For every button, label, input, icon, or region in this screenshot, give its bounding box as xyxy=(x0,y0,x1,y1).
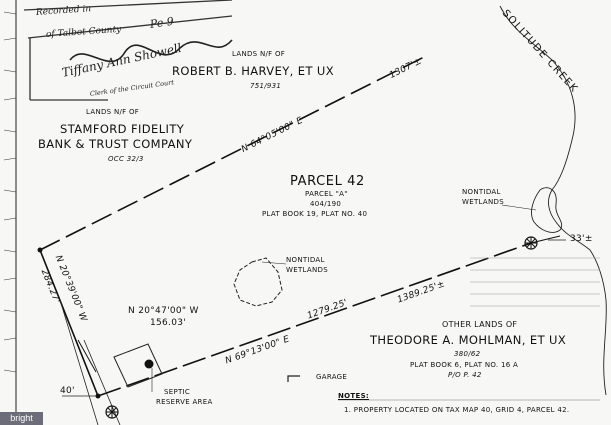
wetland-leader-interior xyxy=(261,261,287,265)
garage-symbol xyxy=(287,375,300,382)
corner-point-southwest xyxy=(95,393,101,399)
stamford-name-line1: STAMFORD FIDELITY xyxy=(60,122,185,136)
notes-item-1: 1. PROPERTY LOCATED ON TAX MAP 40, GRID … xyxy=(344,406,570,414)
road-line-right xyxy=(83,339,121,425)
corner-point-northwest xyxy=(37,247,43,253)
parcel-ref: 404/190 xyxy=(310,200,342,208)
signature-stroke xyxy=(69,39,233,63)
wetland-area-interior xyxy=(233,257,283,307)
harvey-name: ROBERT B. HARVEY, et ux xyxy=(172,64,335,78)
stamford-prefix: LANDS N/F OF xyxy=(86,108,140,116)
stamford-ref: OCC 32/3 xyxy=(108,155,144,163)
west-boundary-line xyxy=(39,249,99,397)
septic-label-line2: RESERVE AREA xyxy=(156,398,213,406)
bright-mls-watermark: bright MLS xyxy=(0,412,43,425)
parcel-title: PARCEL 42 xyxy=(290,174,365,189)
wetland-interior-line1: NONTIDAL xyxy=(286,256,325,264)
mohlman-plat: PLAT BOOK 6, PLAT NO. 16 A xyxy=(410,361,519,369)
stamford-name-line2: BANK & TRUST COMPANY xyxy=(38,137,193,151)
north-boundary-line xyxy=(39,54,429,251)
road-width: 40' xyxy=(60,386,75,396)
wetland-east-line2: WETLANDS xyxy=(462,198,504,206)
wetland-leader-east xyxy=(501,204,537,211)
faded-data-table xyxy=(470,257,600,307)
harvey-ref: 751/931 xyxy=(250,82,282,90)
parcel-sub: PARCEL "A" xyxy=(305,190,348,198)
inner-distance: 156.03' xyxy=(150,318,187,328)
inner-bearing: N 20°47'00" W xyxy=(128,306,199,316)
mohlman-prefix: OTHER LANDS OF xyxy=(442,320,518,329)
mohlman-ref: 380/62 xyxy=(454,350,481,358)
harvey-prefix: LANDS N/F OF xyxy=(232,50,286,58)
septic-reserve-outline xyxy=(113,343,163,388)
septic-tank-marker xyxy=(144,359,154,369)
inner-lot-line xyxy=(77,339,97,373)
monument-east xyxy=(524,236,538,250)
monument-southwest xyxy=(105,405,119,419)
wetland-area-east xyxy=(531,187,563,233)
wetland-east-line1: NONTIDAL xyxy=(462,188,501,196)
notes-heading: NOTES: xyxy=(338,392,370,400)
parcel-plat: PLAT BOOK 19, PLAT NO. 40 xyxy=(262,210,368,218)
road-line-left xyxy=(59,299,99,425)
garage-label: GARAGE xyxy=(316,373,348,381)
mohlman-name: THEODORE A. MOHLMAN, et ux xyxy=(370,333,567,347)
septic-label-line1: SEPTIC xyxy=(164,388,191,396)
creek-shoreline xyxy=(499,5,607,396)
wetland-interior-line2: WETLANDS xyxy=(286,266,328,274)
east-tie-line xyxy=(530,235,561,244)
south-boundary-line xyxy=(97,242,532,397)
edge-tick-marks xyxy=(3,11,17,373)
recording-stamp-border xyxy=(23,0,233,101)
east-distance: 33'± xyxy=(570,234,593,244)
mohlman-po: P/O P. 42 xyxy=(448,371,482,379)
